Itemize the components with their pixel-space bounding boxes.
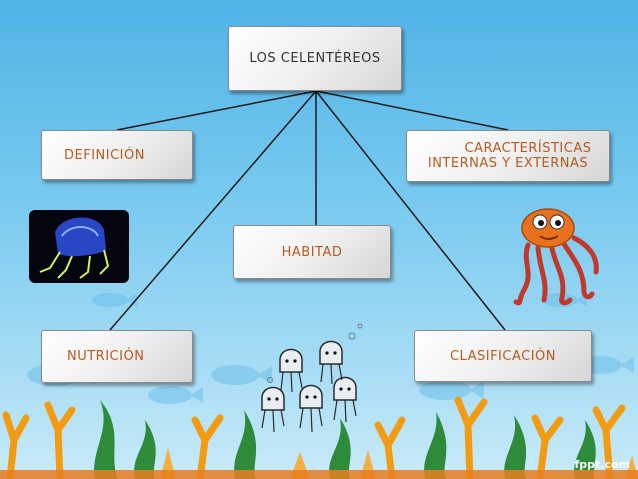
edge-nutricion [109, 90, 317, 331]
edge-definicion [116, 90, 317, 131]
node-clasificacion: CLASIFICACIÓN [414, 330, 592, 382]
node-root: LOS CELENTÉREOS [228, 26, 402, 91]
node-clasificacion-label: CLASIFICACIÓN [449, 348, 557, 364]
node-caracteristicas-label-1: CARACTERÍSTICAS [464, 141, 592, 156]
node-nutricion-label: NUTRICIÓN [67, 349, 145, 364]
edge-caracteristicas [315, 90, 509, 131]
node-habitat: HABITAD [233, 225, 391, 279]
node-habitat-label: HABITAD [281, 244, 343, 260]
node-definicion: DEFINICIÓN [41, 130, 193, 180]
edge-clasificacion [315, 90, 506, 331]
node-caracteristicas: CARACTERÍSTICAS INTERNAS Y EXTERNAS [406, 130, 610, 182]
node-caracteristicas-label-2: INTERNAS Y EXTERNAS [427, 156, 589, 171]
node-nutricion: NUTRICIÓN [41, 330, 193, 383]
node-definicion-label: DEFINICIÓN [64, 147, 145, 163]
node-root-label: LOS CELENTÉREOS [249, 51, 381, 66]
watermark: fppt.com [574, 458, 630, 471]
